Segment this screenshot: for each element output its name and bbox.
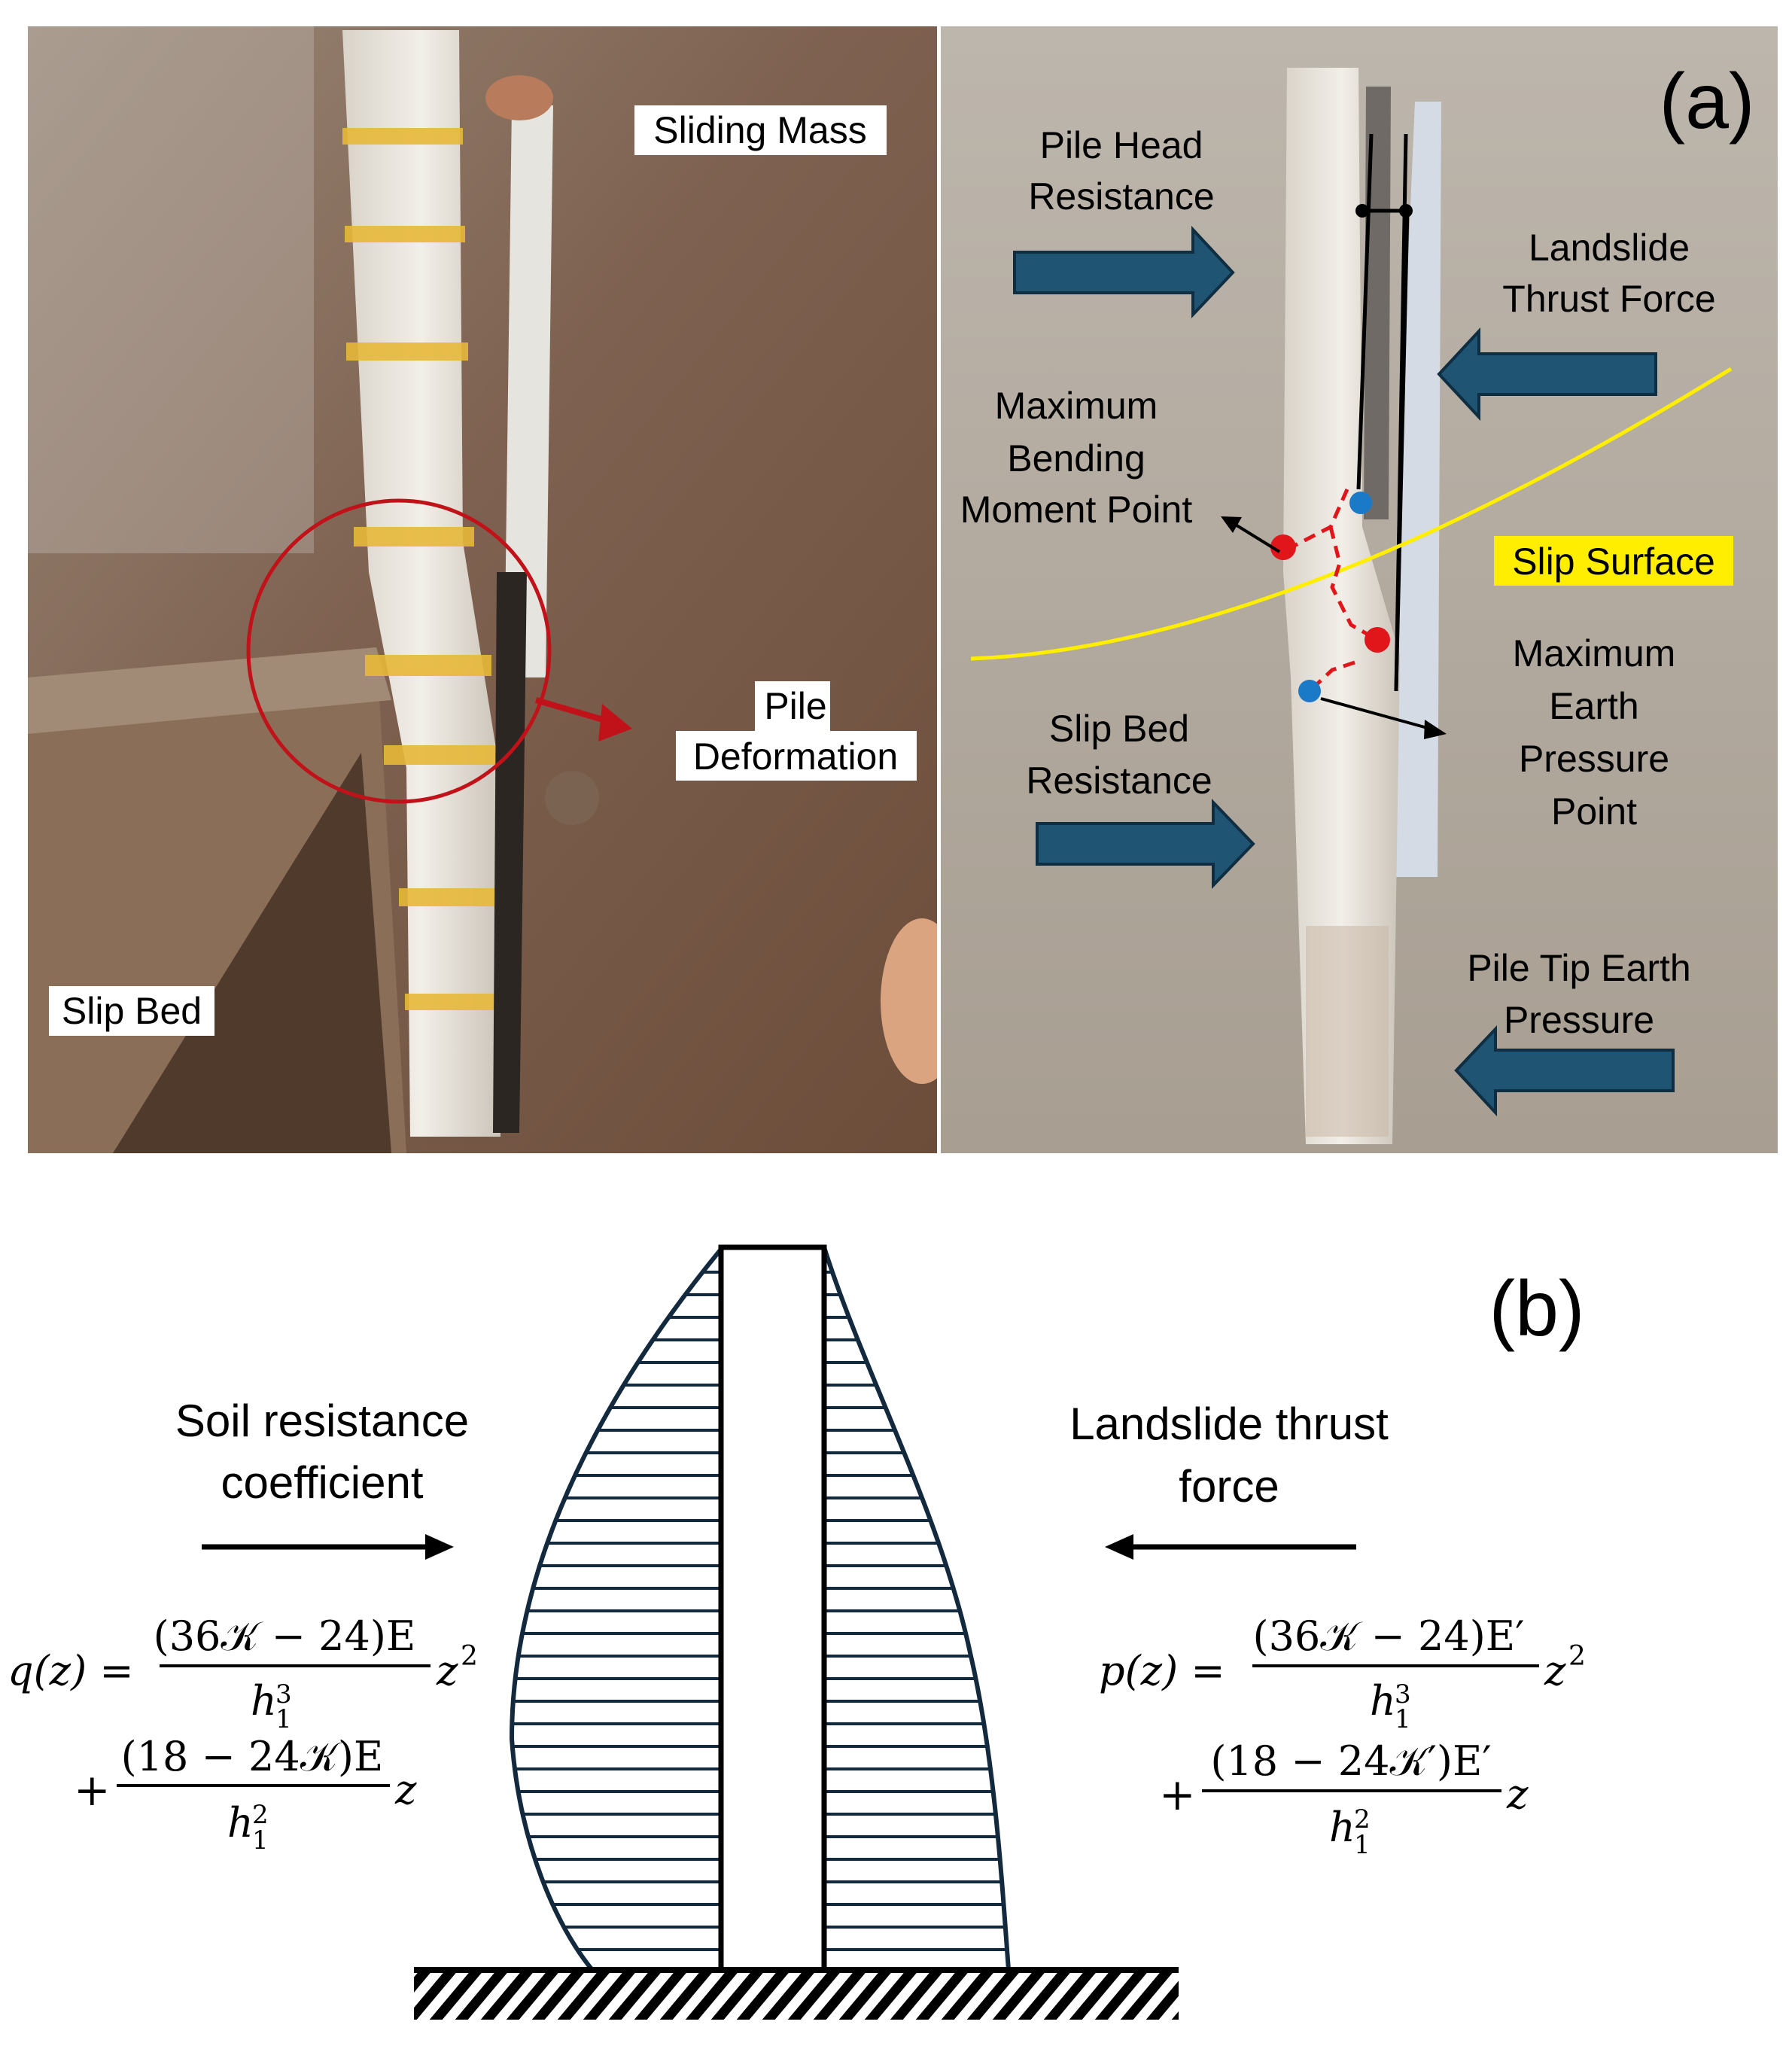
svg-text:2: 2 <box>461 1641 478 1672</box>
svg-text:(36𝒦 − 24)E′: (36𝒦 − 24)E′ <box>1253 1612 1525 1660</box>
svg-text:Slip Surface: Slip Surface <box>1512 540 1715 583</box>
ref-dot-left <box>1355 204 1369 218</box>
tape-bands <box>342 128 504 1010</box>
svg-text:1: 1 <box>252 1825 269 1856</box>
svg-text:h: h <box>227 1799 254 1847</box>
ref-dot-right <box>1399 204 1413 218</box>
max-earth-pressure-marker <box>1298 680 1321 702</box>
label-sliding-mass: Sliding Mass <box>634 105 887 155</box>
svg-text:z: z <box>436 1647 458 1694</box>
moment-pointer-line <box>1233 522 1281 553</box>
ruler-left <box>504 105 553 677</box>
red-marker-2 <box>1365 627 1390 653</box>
blue-marker-top <box>1349 492 1372 514</box>
pressure-pointer-head <box>1424 720 1447 739</box>
svg-text:Earth: Earth <box>1549 685 1639 727</box>
label-landslide-thrust-force: Landslide Thrust Force <box>1502 227 1715 320</box>
svg-text:(18 − 24𝒦)E: (18 − 24𝒦)E <box>121 1733 384 1780</box>
svg-text:Landslide: Landslide <box>1529 227 1690 269</box>
pressure-distribution-diagram <box>509 1244 1012 1973</box>
photo-left-excavation <box>28 26 937 1153</box>
panel-b-tag: (b) <box>1489 1265 1584 1353</box>
svg-text:(36𝒦 − 24)E: (36𝒦 − 24)E <box>154 1612 416 1660</box>
svg-text:Deformation: Deformation <box>693 735 898 778</box>
max-moment-marker <box>1270 534 1296 560</box>
svg-text:Pile Tip Earth: Pile Tip Earth <box>1467 947 1690 989</box>
svg-text:Slip Bed: Slip Bed <box>62 990 202 1032</box>
svg-text:1: 1 <box>1395 1704 1411 1734</box>
svg-text:z: z <box>1544 1647 1566 1694</box>
svg-text:Pile: Pile <box>764 685 826 727</box>
svg-text:Pressure: Pressure <box>1504 999 1654 1041</box>
label-slip-surface: Slip Surface <box>1494 536 1733 586</box>
photo-right-pile-on-ground <box>941 26 1778 1153</box>
svg-text:Moment Point: Moment Point <box>960 489 1193 531</box>
svg-text:Maximum: Maximum <box>995 385 1158 427</box>
svg-text:z: z <box>394 1766 417 1813</box>
svg-text:2: 2 <box>252 1800 269 1830</box>
svg-text:Bending: Bending <box>1007 437 1145 480</box>
svg-text:Point: Point <box>1551 790 1637 833</box>
svg-text:3: 3 <box>275 1679 292 1710</box>
svg-text:coefficient: coefficient <box>221 1457 423 1508</box>
pile-body-photo <box>342 30 500 1137</box>
steel-ruler <box>1394 102 1441 877</box>
label-slip-bed-resistance: Slip Bed Resistance <box>1026 708 1212 802</box>
svg-text:2: 2 <box>1354 1804 1371 1834</box>
dark-ruler <box>1364 87 1391 519</box>
right-title-landslide-thrust: Landslide thrust force <box>1069 1399 1389 1512</box>
svg-text:h: h <box>1370 1677 1396 1725</box>
svg-text:Pile Head: Pile Head <box>1040 124 1203 166</box>
deformation-arrow-line <box>534 697 610 724</box>
svg-text:z: z <box>1506 1770 1529 1818</box>
svg-text:1: 1 <box>275 1704 292 1734</box>
right-force-arrow-head <box>1105 1534 1133 1560</box>
deformation-arrow-head <box>598 704 632 741</box>
slip-surface-curve <box>970 367 1733 661</box>
label-pile-deformation: Pile Deformation <box>676 681 917 781</box>
svg-text:+: + <box>74 1764 111 1816</box>
svg-text:2: 2 <box>1568 1641 1586 1672</box>
svg-text:force: force <box>1179 1461 1279 1512</box>
svg-text:1: 1 <box>1354 1830 1371 1860</box>
svg-text:(18 − 24𝒦′)E′: (18 − 24𝒦′)E′ <box>1210 1737 1491 1785</box>
svg-text:p(z) =: p(z) = <box>1099 1647 1225 1694</box>
label-max-bending-moment: Maximum Bending Moment Point <box>960 385 1193 531</box>
svg-text:Slip Bed: Slip Bed <box>1049 708 1189 750</box>
panel-a-tag: (a) <box>1659 58 1754 145</box>
svg-text:h: h <box>251 1677 277 1725</box>
moment-pointer-head <box>1221 516 1242 533</box>
left-force-arrow-head <box>425 1534 454 1560</box>
label-pile-head-resistance: Pile Head Resistance <box>1028 124 1214 218</box>
reference-lines <box>1356 133 1410 692</box>
svg-text:q(z) =: q(z) = <box>8 1647 134 1694</box>
arrow-landslide-thrust <box>1437 327 1657 422</box>
svg-text:h: h <box>1329 1804 1355 1851</box>
left-title-soil-resistance: Soil resistance coefficient <box>175 1396 469 1508</box>
label-slip-bed: Slip Bed <box>49 986 214 1036</box>
arrow-pile-tip-pressure <box>1454 1024 1675 1117</box>
label-pile-tip-earth-pressure: Pile Tip Earth Pressure <box>1467 947 1690 1041</box>
equation-p: p(z) = (36𝒦 − 24)E′ h 3 1 z 2 + (18 − 24… <box>1099 1612 1586 1860</box>
pile-rectangle <box>718 1244 827 1973</box>
svg-text:Resistance: Resistance <box>1028 175 1214 218</box>
svg-text:Resistance: Resistance <box>1026 760 1212 802</box>
svg-text:+: + <box>1159 1769 1196 1820</box>
svg-text:Pressure: Pressure <box>1519 738 1669 780</box>
deformation-highlight-circle <box>246 498 552 804</box>
equation-q: q(z) = (36𝒦 − 24)E h 3 1 z 2 + (18 − 24𝒦… <box>8 1612 478 1856</box>
label-max-earth-pressure: Maximum Earth Pressure Point <box>1513 632 1676 833</box>
svg-text:Sliding Mass: Sliding Mass <box>653 109 866 151</box>
svg-text:Thrust Force: Thrust Force <box>1502 278 1715 320</box>
arrow-pile-head-resistance <box>1013 225 1235 319</box>
pressure-pointer-line <box>1320 697 1431 730</box>
svg-text:Maximum: Maximum <box>1513 632 1676 674</box>
svg-text:3: 3 <box>1395 1679 1411 1710</box>
svg-text:Landslide thrust: Landslide thrust <box>1069 1399 1389 1449</box>
ground-hatch <box>414 1973 1179 2020</box>
arrow-slip-bed-resistance <box>1036 799 1255 889</box>
svg-text:Soil resistance: Soil resistance <box>175 1396 469 1446</box>
